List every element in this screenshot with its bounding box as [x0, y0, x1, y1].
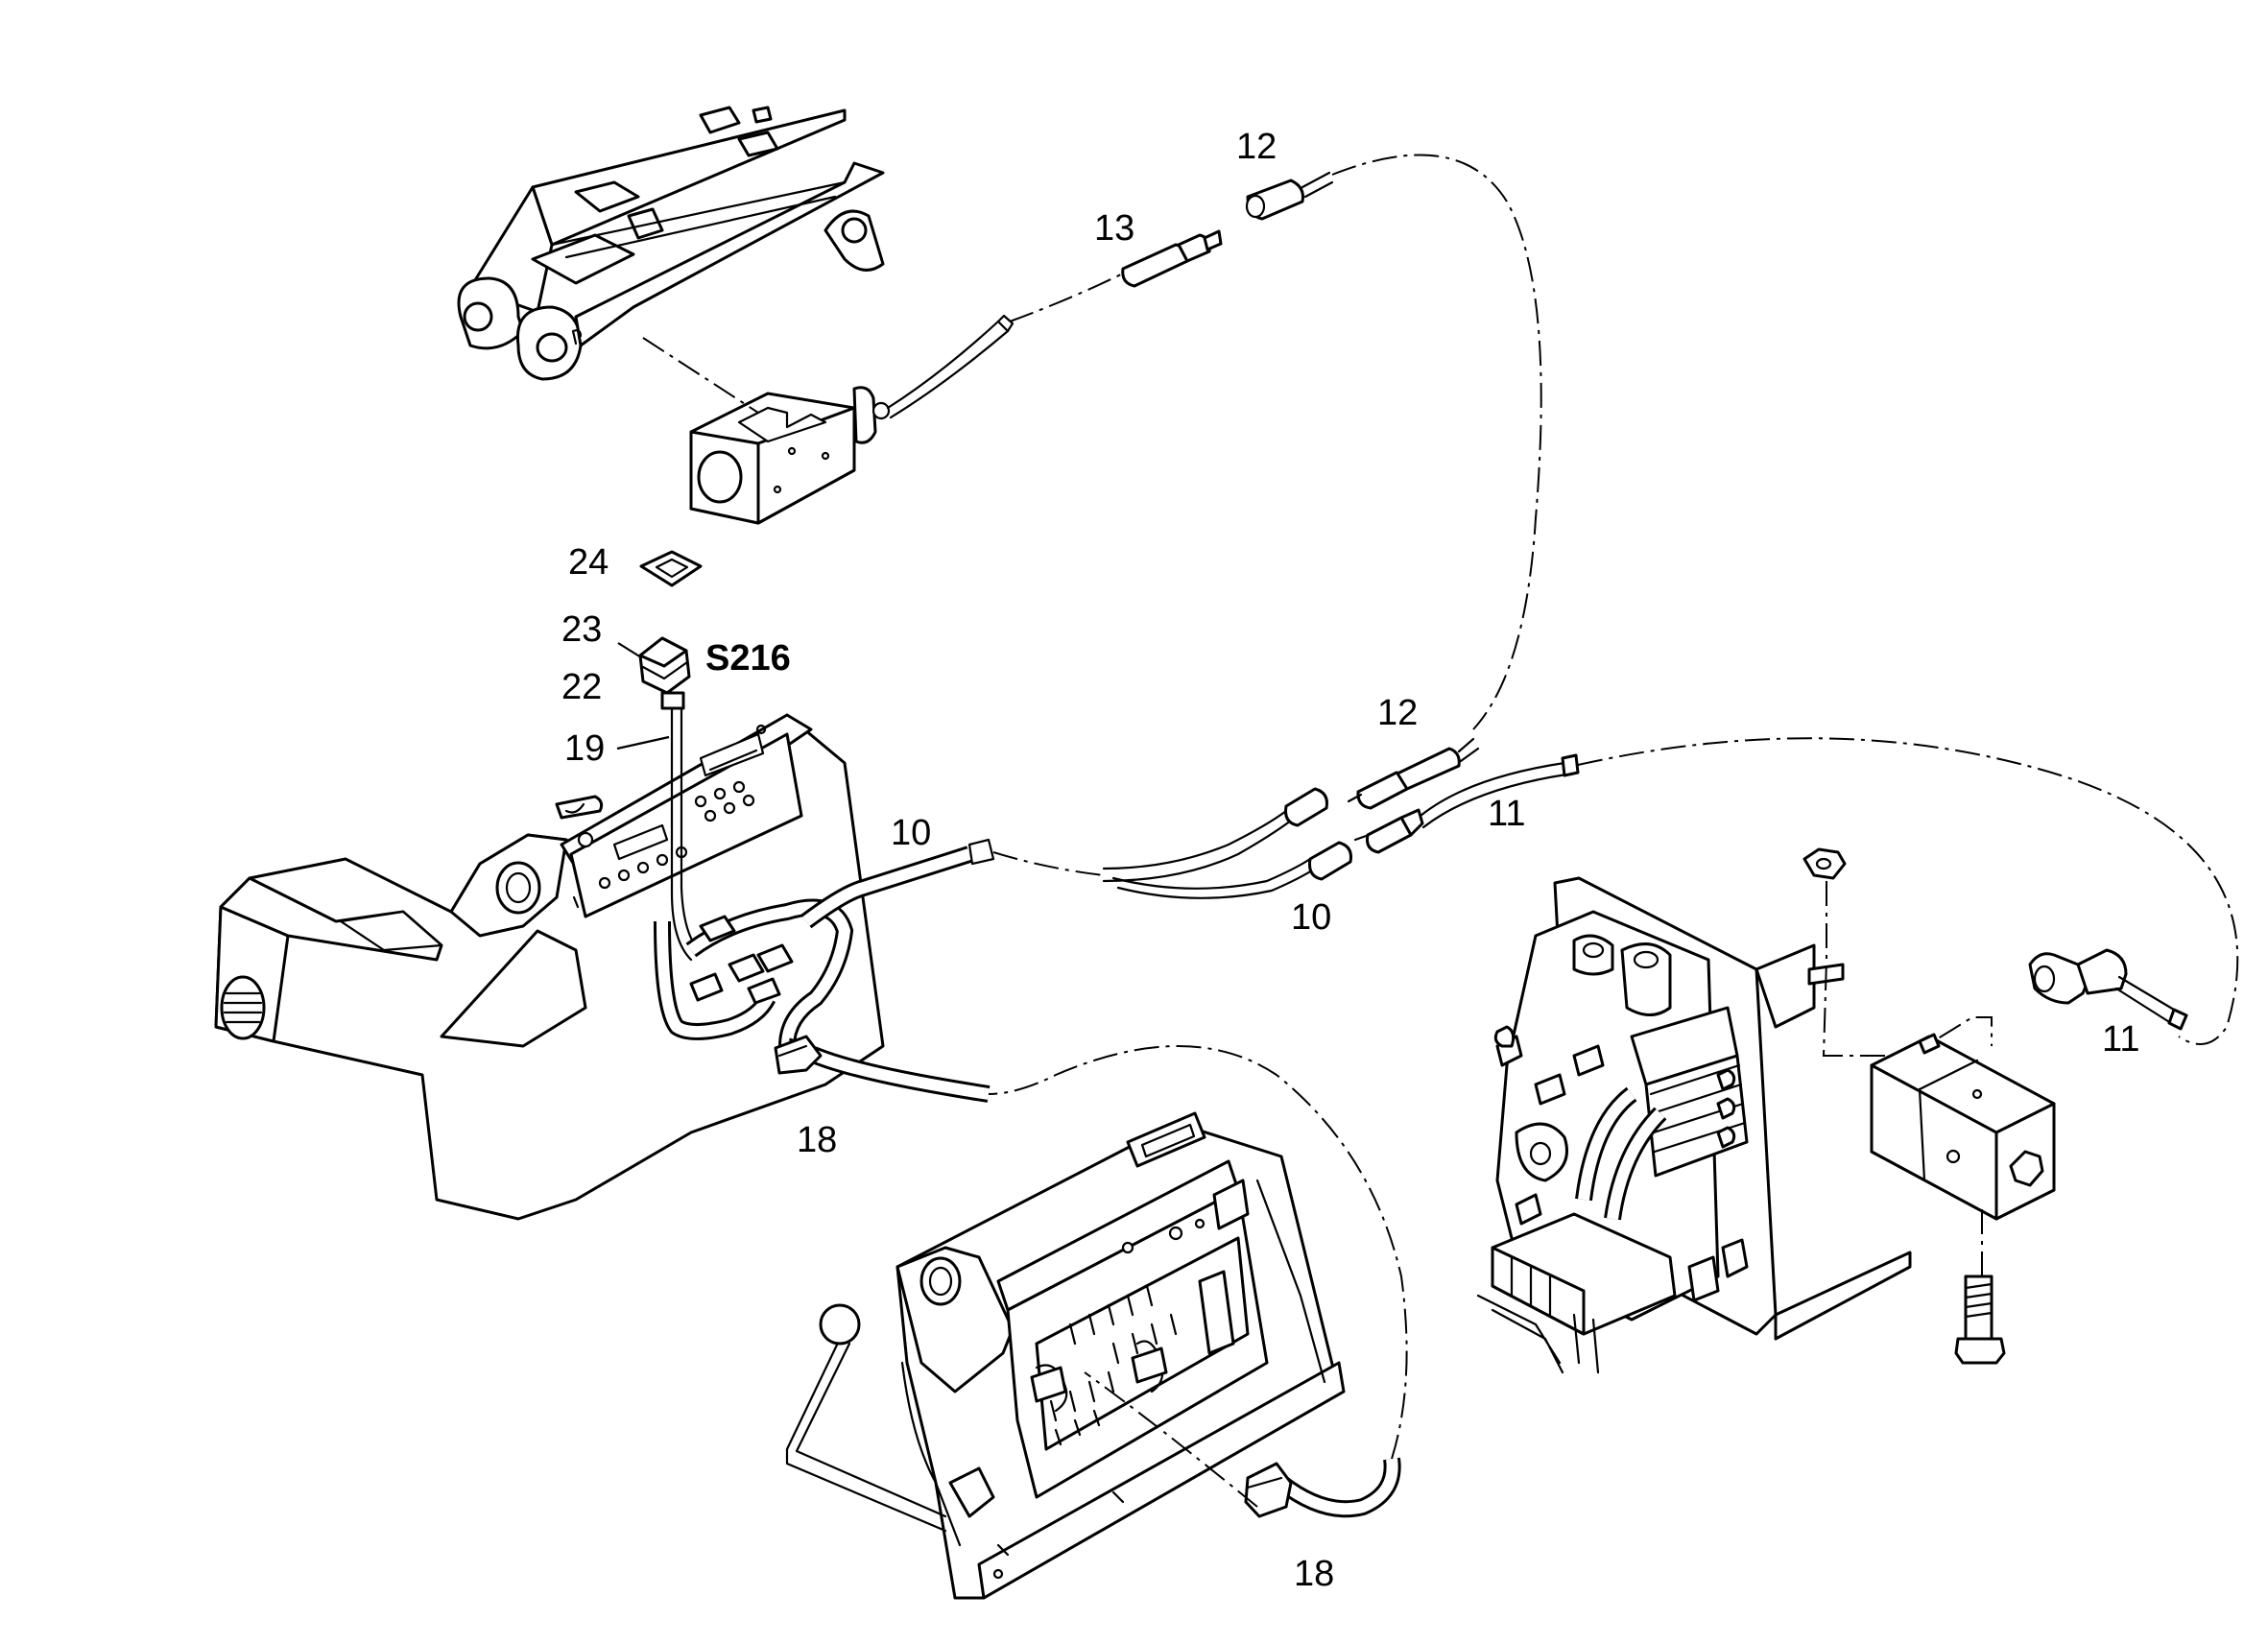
callout-19: 19 [564, 728, 605, 769]
cable-to-pin-line [1009, 268, 1134, 322]
switch-s216 [638, 636, 691, 710]
leader-23 [617, 642, 642, 658]
proximity-sensor [689, 386, 891, 525]
boom-to-sensor-line [642, 337, 759, 414]
sensor-cable [886, 314, 1015, 419]
cable-10-upper [967, 838, 995, 866]
callout-22: 22 [561, 667, 602, 707]
callout-24: 24 [568, 542, 609, 583]
grommet-18-bottom [1244, 1457, 1401, 1518]
callout-11-mid: 11 [1488, 794, 1525, 834]
callout-10-lower: 10 [1291, 897, 1331, 938]
mounting-nut [1802, 847, 1847, 880]
joystick-control-box [895, 1111, 1346, 1600]
solenoid-valve [1870, 1033, 2056, 1221]
boom-arm [457, 106, 885, 381]
hydraulic-control-valve [1476, 876, 1912, 1374]
callout-23: 23 [561, 609, 602, 650]
mounting-bolt [1954, 1275, 2006, 1365]
joystick-lever [785, 1303, 995, 1533]
switch-seal-24 [639, 550, 703, 587]
label-s216: S216 [705, 638, 791, 679]
leader-19 [616, 735, 670, 751]
callout-18-left: 18 [797, 1120, 837, 1160]
callout-11-right: 11 [2102, 1019, 2139, 1060]
callout-12-top: 12 [1236, 127, 1277, 167]
callout-10-upper: 10 [891, 813, 931, 853]
control-console-housing [214, 713, 885, 1221]
connector-sleeve-12-top [1245, 171, 1334, 221]
connector-pin-13 [1121, 229, 1223, 288]
callout-13: 13 [1094, 208, 1134, 249]
cable-18-loop-line [988, 1045, 1408, 1460]
cable-11-to-valve-line [1577, 737, 2239, 1045]
plug-cluster [1102, 737, 1580, 899]
cable-10-to-plugs-line [992, 851, 1105, 876]
top-sleeve-to-mid-line [1331, 154, 1542, 730]
wiring-harness-19 [654, 699, 991, 1103]
callout-12-mid: 12 [1377, 693, 1418, 733]
elbow-fitting-11 [2028, 948, 2188, 1031]
nut-to-valve-line [1822, 881, 1993, 1057]
callout-18-bottom: 18 [1294, 1554, 1334, 1594]
grommet-to-box-line [1084, 1371, 1258, 1508]
